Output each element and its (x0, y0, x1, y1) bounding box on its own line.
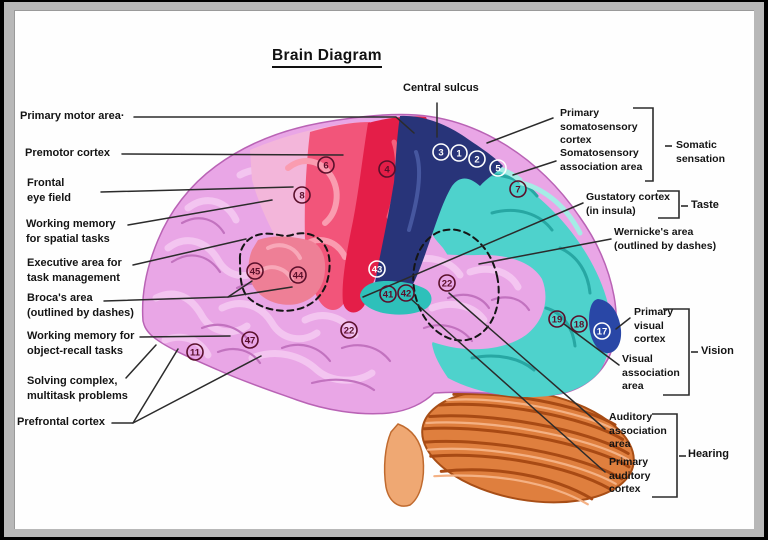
label-solving-complex: Solving complex, multitask problems (27, 375, 128, 402)
area-marker-circle (241, 331, 259, 349)
label-gustatory-cortex: Gustatory cortex (in insula) (586, 191, 671, 217)
area-marker-circle (289, 266, 307, 284)
label-working-memory-spatial: Working memory for spatial tasks (26, 218, 116, 245)
area-marker-circle (450, 144, 468, 162)
bracket-hearing (652, 413, 686, 498)
area-marker-number: 22 (442, 278, 453, 289)
label-primary-visual: Primary visual cortex (634, 306, 674, 345)
area-marker-circle (468, 150, 486, 168)
area-marker-number: 7 (515, 184, 520, 195)
area-marker-number: 4 (384, 164, 390, 175)
area-marker-number: 44 (293, 270, 304, 281)
area-marker-circle (489, 159, 507, 177)
area-marker-circle (378, 160, 396, 178)
bracket-vision (663, 308, 698, 396)
area-marker-number: 41 (383, 289, 394, 300)
label-taste: Taste (691, 199, 719, 211)
area-marker-number: 2 (474, 154, 479, 165)
leader-lines (100, 102, 631, 473)
area-marker-circle (397, 284, 415, 302)
label-hearing: Hearing (688, 448, 729, 460)
area-marker-circle (368, 260, 386, 278)
label-primary-motor-area: Primary motor area· (20, 110, 125, 122)
area-marker-number: 5 (495, 163, 501, 174)
area-marker-circle (246, 262, 264, 280)
label-primary-somatosensory: Primary somatosensory cortex (560, 107, 638, 146)
area-marker-number: 47 (245, 335, 256, 346)
label-somatic-sensation: Somatic sensation (676, 139, 726, 165)
label-central-sulcus: Central sulcus (403, 82, 479, 94)
label-primary-auditory: Primary auditory cortex (609, 456, 651, 495)
label-executive-area: Executive area for task management (27, 257, 122, 284)
label-working-memory-object: Working memory for object-recall tasks (27, 330, 135, 357)
label-wernicke-area: Wernicke's area (outlined by dashes) (614, 226, 717, 252)
label-vision: Vision (701, 345, 734, 357)
area-marker-number: 19 (552, 314, 563, 325)
area-marker-number: 45 (250, 266, 261, 277)
area-marker-number: 6 (323, 160, 328, 171)
area-marker-number: 17 (597, 326, 608, 337)
area-marker-circle (340, 321, 358, 339)
region-primary-visual (589, 299, 622, 354)
area-marker-number: 1 (456, 148, 462, 159)
page-title: Brain Diagram (272, 47, 382, 68)
label-visual-association: Visual association area (622, 353, 680, 392)
label-auditory-association: Auditory association area (609, 411, 667, 450)
area-marker-circle (593, 322, 611, 340)
area-marker-circle (570, 315, 588, 333)
broca-dashed-outline (238, 232, 331, 312)
area-marker-circle (317, 156, 335, 174)
brain-markers: 6 4 8 3 1 2 5 7 43 45 44 41 42 22 22 47 11 19 18 17 (186, 143, 611, 361)
label-somatosensory-association: Somatosensory association area (560, 147, 643, 173)
area-marker-circle (548, 310, 566, 328)
area-marker-number: 43 (372, 264, 383, 275)
label-broca-area: Broca's area (outlined by dashes) (27, 292, 134, 319)
area-marker-number: 3 (438, 147, 443, 158)
bracket-somatic-sensation (633, 107, 672, 182)
area-marker-number: 8 (299, 190, 304, 201)
plum-gyri-highlights (152, 166, 522, 384)
area-marker-number: 11 (190, 347, 201, 358)
label-prefrontal-cortex: Prefrontal cortex (17, 416, 106, 428)
area-marker-number: 22 (344, 325, 355, 336)
area-marker-circle (432, 143, 450, 161)
area-marker-circle (293, 186, 311, 204)
region-brainstem (383, 423, 425, 507)
somatosensory-gyrus-highlight (407, 150, 422, 232)
area-marker-circle (186, 343, 204, 361)
bracket-taste (657, 190, 688, 219)
area-marker-number: 42 (401, 288, 412, 299)
label-premotor-cortex: Premotor cortex (25, 147, 110, 159)
area-marker-circle (438, 274, 456, 292)
label-frontal-eye-field: Frontal eye field (27, 177, 72, 204)
area-marker-circle (509, 180, 527, 198)
area-marker-number: 18 (574, 319, 585, 330)
area-marker-circle (379, 285, 397, 303)
wernicke-dashed-outline (412, 228, 500, 342)
